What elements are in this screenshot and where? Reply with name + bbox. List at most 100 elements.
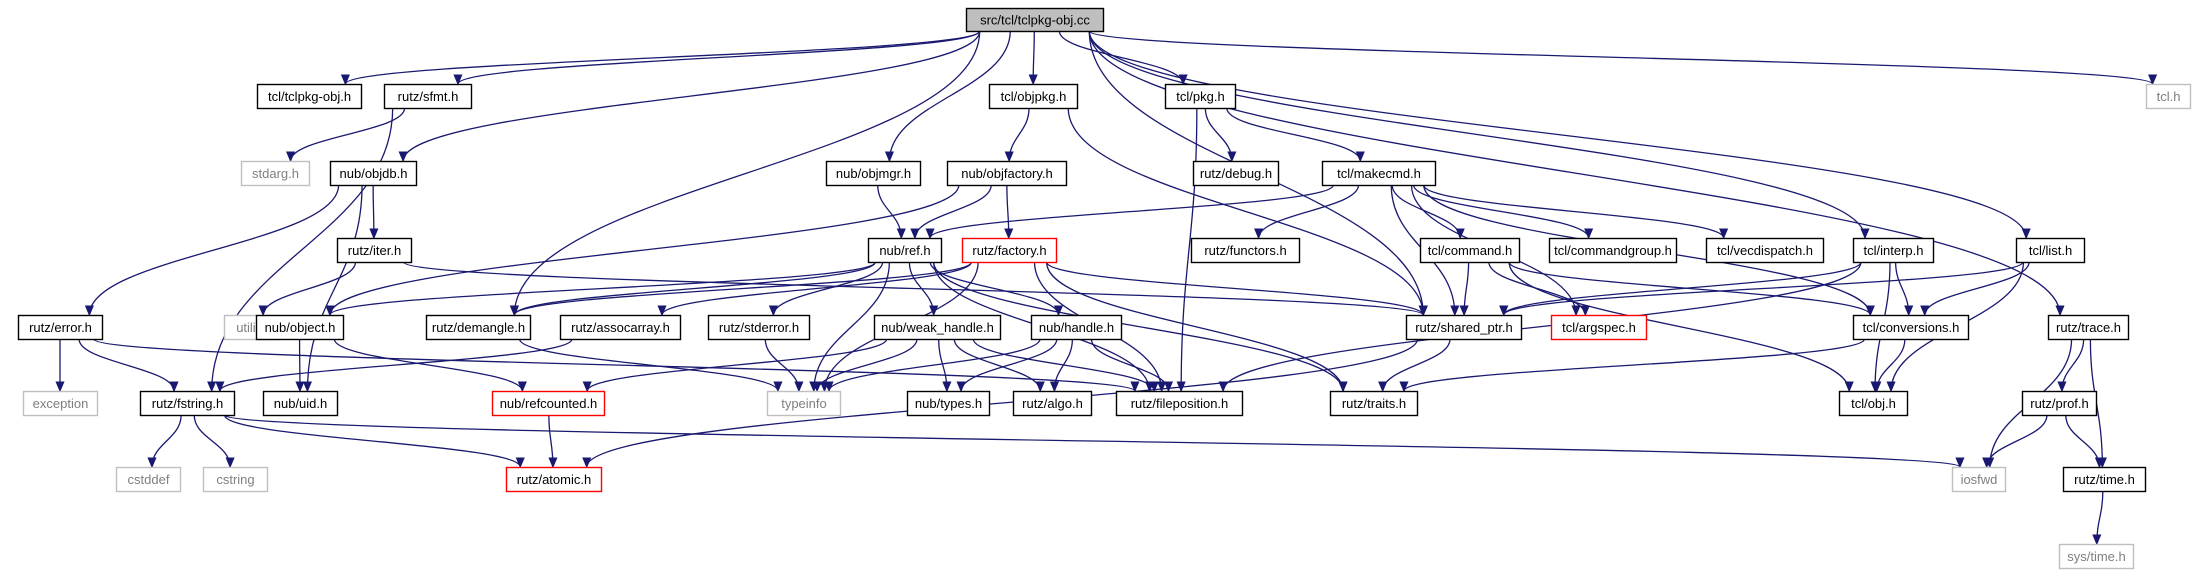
node-command[interactable]: tcl/command.h	[1419, 237, 1521, 264]
edge-line	[289, 107, 406, 162]
arrowhead-icon	[1459, 305, 1469, 317]
node-time[interactable]: rutz/time.h	[2062, 466, 2147, 493]
edge-line	[960, 338, 1058, 392]
edge-shared_ptr-to-atomic	[582, 338, 1419, 469]
node-trace[interactable]: rutz/trace.h	[2047, 314, 2130, 341]
arrowhead-icon	[1872, 381, 1882, 393]
node-shared-ptr[interactable]: rutz/shared_ptr.h	[1405, 314, 1523, 341]
node-objdb[interactable]: nub/objdb.h	[329, 160, 418, 187]
node-debug[interactable]: rutz/debug.h	[1192, 160, 1280, 187]
node-makecmd[interactable]: tcl/makecmd.h	[1321, 160, 1437, 187]
node-label: tcl/interp.h	[1864, 243, 1924, 258]
node-label: nub/types.h	[915, 396, 982, 411]
node-atomic[interactable]: rutz/atomic.h	[505, 466, 603, 493]
edge-line	[1403, 338, 1866, 392]
edge-line	[661, 261, 973, 316]
node-box	[1030, 314, 1123, 341]
edge-root-to-objdb	[398, 30, 981, 163]
edge-line	[329, 261, 876, 316]
node-conversions[interactable]: tcl/conversions.h	[1852, 314, 1970, 341]
node-prof[interactable]: rutz/prof.h	[2021, 390, 2098, 417]
arrowhead-icon	[2055, 305, 2065, 317]
node-root[interactable]: src/tcl/tclpkg-obj.cc	[965, 7, 1105, 33]
node-functors[interactable]: rutz/functors.h	[1190, 237, 1301, 264]
edge-line	[816, 338, 918, 392]
node-box	[22, 390, 99, 417]
node-factory[interactable]: rutz/factory.h	[961, 237, 1058, 264]
node-box	[139, 390, 236, 417]
node-objfactory[interactable]: nub/objfactory.h	[946, 160, 1068, 187]
node-list[interactable]: tcl/list.h	[2015, 237, 2086, 264]
edge-handle-to-typeinfo	[824, 338, 1041, 393]
edge-shared_ptr-to-traits	[1378, 338, 1451, 393]
node-error[interactable]: rutz/error.h	[17, 314, 104, 341]
node-box	[1852, 314, 1970, 341]
node-box	[505, 466, 603, 493]
node-fstring[interactable]: rutz/fstring.h	[139, 390, 236, 417]
node-cmdgroup[interactable]: tcl/commandgroup.h	[1548, 237, 1678, 264]
node-iter[interactable]: rutz/iter.h	[336, 237, 413, 264]
node-label: tcl.h	[2157, 89, 2181, 104]
node-exception: exception	[22, 390, 99, 417]
edge-fstring-to-cstddef	[147, 414, 182, 469]
node-ref[interactable]: nub/ref.h	[867, 237, 943, 264]
node-assocarray[interactable]: rutz/assocarray.h	[559, 314, 682, 341]
node-stderror[interactable]: rutz/stderror.h	[707, 314, 811, 341]
arrowhead-icon	[1149, 381, 1159, 393]
arrowhead-icon	[169, 381, 179, 393]
arrowhead-icon	[1355, 151, 1365, 163]
node-box	[1329, 390, 1419, 417]
node-cstring: cstring	[202, 466, 269, 493]
arrowhead-icon	[582, 457, 592, 469]
node-label: stdarg.h	[252, 166, 299, 181]
edge-root-to-trace	[1088, 30, 2065, 317]
edge-makecmd-to-functors	[1254, 184, 1360, 240]
edge-handle-to-types	[956, 338, 1058, 393]
node-object[interactable]: nub/object.h	[255, 314, 345, 341]
node-label: rutz/fileposition.h	[1131, 396, 1229, 411]
node-interp[interactable]: tcl/interp.h	[1852, 237, 1935, 264]
edge-line	[329, 184, 960, 316]
edge-factory-to-assocarray	[657, 261, 973, 317]
arrowhead-icon	[302, 381, 312, 393]
node-fileposition[interactable]: rutz/fileposition.h	[1115, 390, 1244, 417]
arrowhead-icon	[295, 381, 305, 393]
node-box	[255, 314, 345, 341]
node-demangle[interactable]: rutz/demangle.h	[425, 314, 532, 341]
node-traits[interactable]: rutz/traits.h	[1329, 390, 1419, 417]
edge-objpkg-to-objfactory	[1004, 107, 1030, 163]
node-obj[interactable]: tcl/obj.h	[1838, 390, 1909, 417]
edge-trace-to-prof	[2057, 338, 2085, 393]
node-vecdispatch[interactable]: tcl/vecdispatch.h	[1705, 237, 1825, 264]
arrowhead-icon	[1450, 305, 1460, 317]
edge-line	[223, 414, 1961, 468]
arrowhead-icon	[2021, 228, 2031, 240]
node-algo[interactable]: rutz/algo.h	[1012, 390, 1093, 417]
node-pkg[interactable]: tcl/pkg.h	[1164, 83, 1237, 110]
node-label: iosfwd	[1961, 472, 1998, 487]
node-refcounted[interactable]: nub/refcounted.h	[491, 390, 606, 417]
arrowhead-icon	[910, 228, 920, 240]
node-box	[1550, 314, 1648, 341]
node-argspec[interactable]: tcl/argspec.h	[1550, 314, 1648, 341]
edge-line	[888, 30, 1011, 162]
node-weak-handle[interactable]: nub/weak_handle.h	[873, 314, 1002, 341]
node-sfmt[interactable]: rutz/sfmt.h	[383, 83, 473, 110]
arrowhead-icon	[1004, 151, 1014, 163]
edge-line	[1503, 261, 2024, 316]
node-objpkg[interactable]: tcl/objpkg.h	[988, 83, 1079, 110]
node-types[interactable]: nub/types.h	[906, 390, 991, 417]
edge-objfactory-to-factory	[1004, 184, 1014, 240]
node-objmgr[interactable]: nub/objmgr.h	[825, 160, 922, 187]
node-label: src/tcl/tclpkg-obj.cc	[980, 13, 1090, 28]
node-box	[961, 237, 1058, 264]
edge-line	[402, 30, 981, 162]
node-label: exception	[33, 396, 89, 411]
node-handle[interactable]: nub/handle.h	[1030, 314, 1123, 341]
node-box	[1190, 237, 1301, 264]
node-tclpkg-obj-h[interactable]: tcl/tclpkg-obj.h	[256, 83, 363, 110]
edge-sfmt-to-fstring	[207, 107, 394, 393]
node-label: rutz/shared_ptr.h	[1415, 320, 1513, 335]
node-uid[interactable]: nub/uid.h	[262, 390, 339, 417]
node-box	[1705, 237, 1825, 264]
